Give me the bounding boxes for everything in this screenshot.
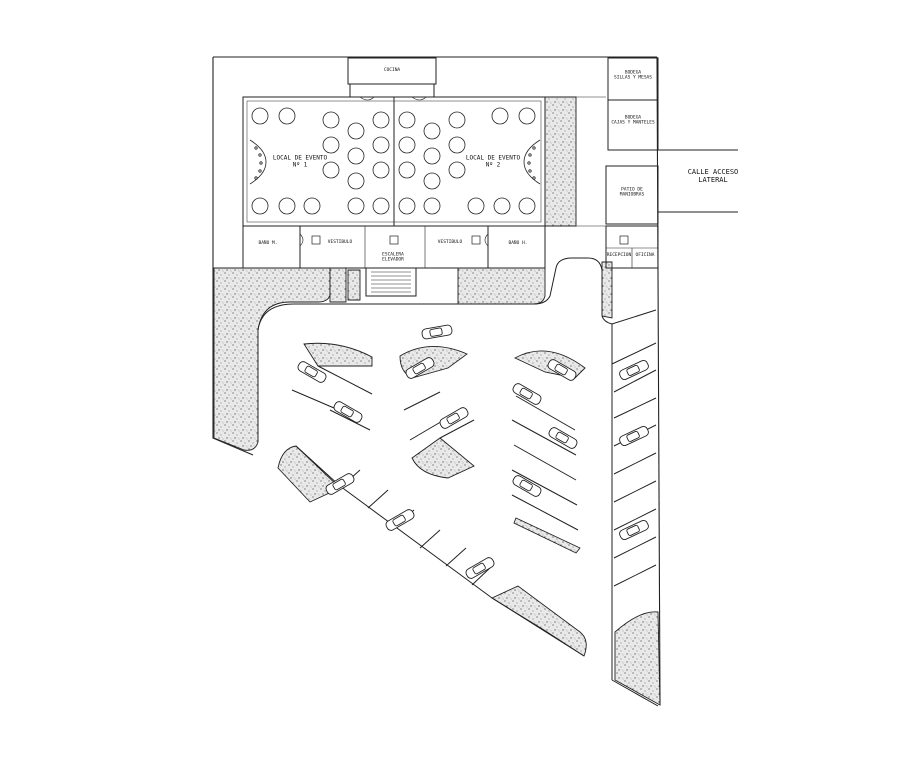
car-icon — [439, 407, 469, 429]
round-table — [251, 197, 269, 215]
round-table — [347, 172, 365, 190]
car-icon — [619, 519, 649, 541]
label-caseta-2: OFICINA — [636, 252, 655, 258]
round-table — [423, 147, 441, 165]
car-icon — [465, 557, 495, 579]
car-icon — [547, 359, 577, 381]
tables-hall-2 — [398, 107, 536, 215]
round-table — [278, 197, 296, 215]
car-icon — [405, 357, 435, 379]
landscape-triangle-left — [277, 445, 341, 503]
round-table — [322, 111, 340, 129]
round-table — [347, 197, 365, 215]
event-building — [242, 57, 546, 297]
round-table — [322, 136, 340, 154]
landscape-areas — [213, 96, 661, 706]
car-icon — [385, 509, 415, 531]
kitchen-box — [347, 57, 437, 85]
car-icon — [548, 427, 578, 449]
round-table — [347, 147, 365, 165]
label-bano-1: BAÑO M. — [259, 239, 278, 246]
car-icon — [333, 401, 363, 423]
round-table — [423, 122, 441, 140]
round-table — [448, 161, 466, 179]
label-caseta-1: RECEPCION — [607, 252, 632, 258]
round-table — [372, 136, 390, 154]
landscape-east-bottom — [614, 611, 661, 706]
round-table — [303, 197, 321, 215]
site-boundary — [212, 56, 661, 706]
car-icon — [297, 361, 327, 383]
car-icon — [325, 473, 355, 495]
label-vestibulo-2: VESTIBULO — [438, 239, 463, 245]
label-vestibulo-1: VESTIBULO — [328, 239, 353, 245]
round-table — [423, 197, 441, 215]
round-table — [398, 111, 416, 129]
round-table — [347, 122, 365, 140]
round-table — [251, 107, 269, 125]
round-table — [398, 136, 416, 154]
head-table-left — [249, 139, 267, 185]
round-table — [448, 111, 466, 129]
head-table-right — [523, 139, 541, 185]
round-table — [423, 172, 441, 190]
label-bano-2: BAÑO H. — [509, 239, 528, 246]
fixtures — [311, 235, 629, 245]
entry-stairs — [365, 267, 417, 297]
round-table — [278, 107, 296, 125]
landscape-island-4 — [411, 437, 475, 479]
car-icon — [619, 359, 649, 381]
car-icon — [512, 475, 542, 497]
round-table — [448, 136, 466, 154]
round-table — [491, 107, 509, 125]
car-icon — [619, 425, 649, 447]
landscape-triangle-bottom — [491, 585, 587, 657]
landscape-entry-left — [347, 269, 361, 301]
car-icon — [512, 383, 542, 405]
landscape-strip — [513, 517, 581, 554]
round-table — [398, 197, 416, 215]
round-table — [372, 197, 390, 215]
head-tables — [249, 139, 541, 185]
landscape-east-building — [544, 96, 577, 227]
service-rooms — [576, 57, 738, 269]
curb-main — [257, 257, 657, 442]
landscape-island-1 — [303, 342, 373, 367]
round-table — [372, 161, 390, 179]
landscape-front-right — [457, 267, 546, 305]
round-table — [322, 161, 340, 179]
label-cocina: COCINA — [384, 67, 401, 73]
curb-east-edge — [611, 679, 659, 707]
cars — [297, 324, 649, 579]
car-icon — [421, 324, 453, 340]
tables-hall-1 — [251, 107, 390, 215]
round-table — [493, 197, 511, 215]
round-table — [518, 107, 536, 125]
curb-south — [295, 445, 585, 657]
landscape-east-top — [601, 261, 613, 319]
storage-room-2 — [607, 99, 659, 151]
round-table — [467, 197, 485, 215]
maneuver-yard — [605, 165, 659, 225]
round-table — [398, 161, 416, 179]
landscape-west — [213, 267, 331, 451]
round-table — [372, 111, 390, 129]
landscape-front-left — [329, 267, 347, 303]
round-table — [518, 197, 536, 215]
